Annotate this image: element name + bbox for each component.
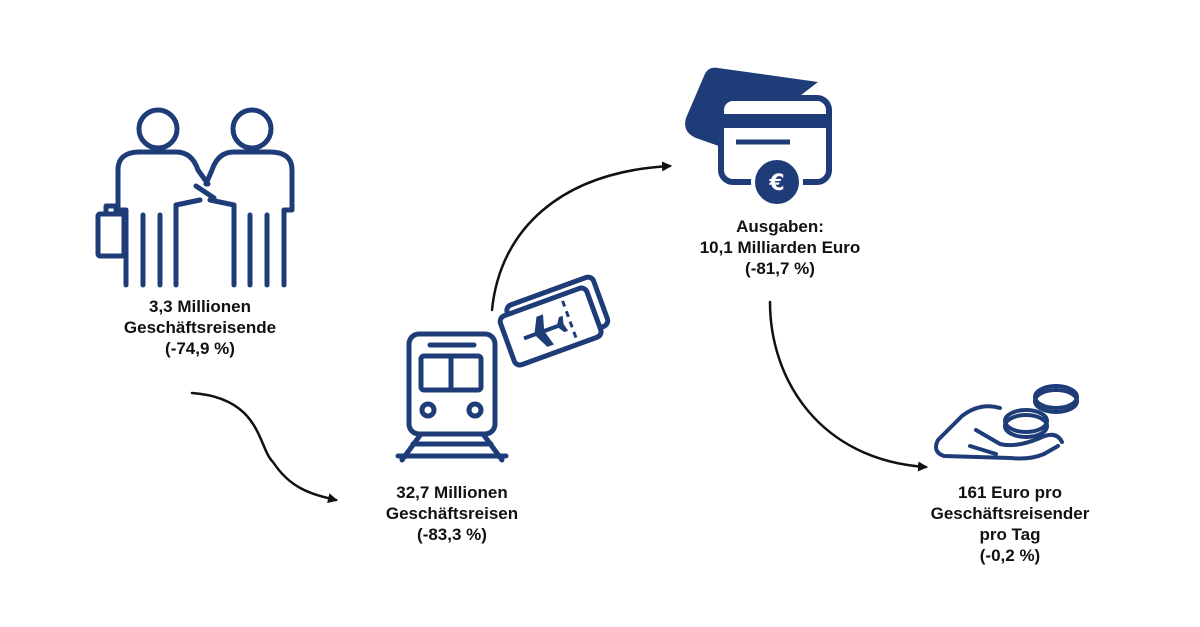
arrow-travelers-to-trips: [190, 391, 338, 504]
travelers-count: 3,3 Millionen: [148, 297, 252, 316]
coins-in-hand-icon: [934, 384, 1079, 461]
travelers-change: (-74,9 %): [165, 339, 235, 358]
travelers-label: 3,3 Millionen Geschäftsreisende (-74,9 %…: [90, 296, 310, 359]
trips-unit: Geschäftsreisen: [385, 504, 519, 523]
trips-label: 32,7 Millionen Geschäftsreisen (-83,3 %): [342, 482, 562, 545]
spending-amount: 10,1 Milliarden Euro: [699, 238, 861, 257]
spending-change: (-81,7 %): [745, 259, 815, 278]
spending-heading: Ausgaben:: [736, 217, 824, 236]
plane-ticket-icon: [497, 274, 611, 368]
per-day-amount: 161 Euro pro: [958, 483, 1062, 502]
train-icon: [395, 331, 509, 463]
euro-symbol: €: [768, 171, 784, 196]
arrow-spending-to-perday: [768, 300, 928, 472]
arrow-trips-to-spending: [490, 161, 672, 312]
per-day-change: (-0,2 %): [979, 546, 1041, 565]
trips-count: 32,7 Millionen: [396, 483, 508, 502]
business-travelers-icon: [95, 107, 295, 288]
travelers-unit: Geschäftsreisende: [123, 318, 277, 337]
per-day-period: pro Tag: [979, 525, 1041, 544]
credit-card-euro-icon: [685, 67, 832, 208]
per-day-unit: Geschäftsreisender: [930, 504, 1090, 523]
trips-change: (-83,3 %): [417, 525, 487, 544]
flow-arrows: [190, 161, 928, 504]
per-day-label: 161 Euro pro Geschäftsreisender pro Tag …: [900, 482, 1120, 566]
spending-label: Ausgaben: 10,1 Milliarden Euro (-81,7 %): [660, 216, 900, 279]
